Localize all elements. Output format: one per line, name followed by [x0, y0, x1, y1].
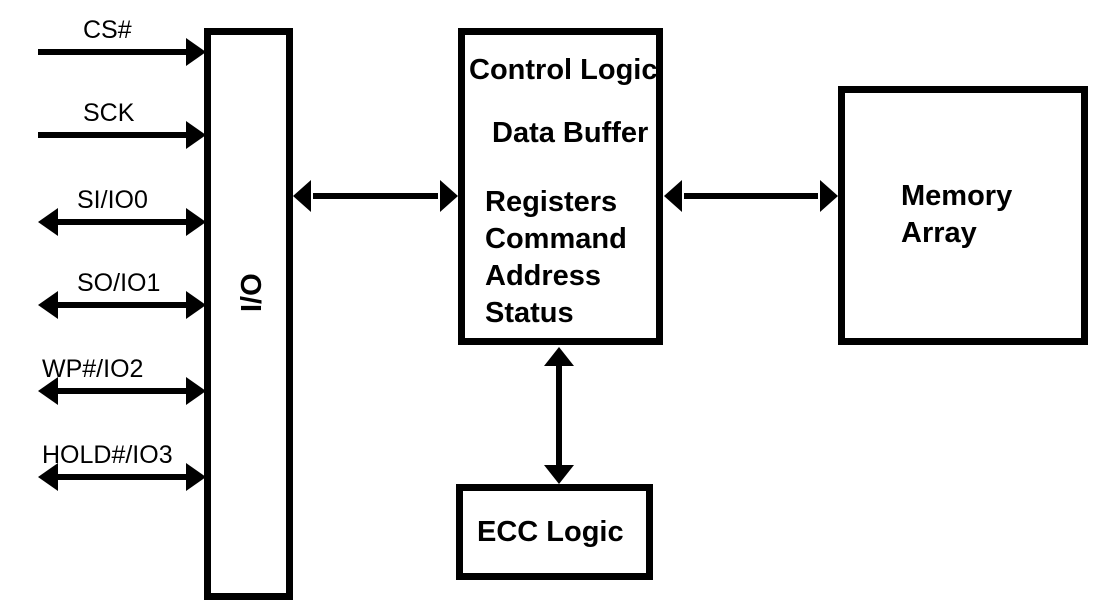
signal-line-sck [38, 121, 206, 149]
ecc-logic-block-rect[interactable] [456, 484, 653, 580]
control-logic-block-rect[interactable] [458, 28, 663, 345]
connector-control-logic-to-ecc-logic [544, 347, 574, 484]
signal-label-sck: SCK [83, 99, 135, 127]
io-block-label: I/O [236, 273, 268, 312]
control-logic-label-command: Command [485, 223, 627, 255]
signal-line-cs [38, 38, 206, 66]
signal-label-cs: CS# [83, 16, 132, 44]
connector-control-logic-to-memory-array [664, 180, 838, 212]
signal-line-so-io1 [38, 291, 206, 319]
control-logic-label-title: Control Logic [469, 54, 658, 86]
signal-label-wp-io2: WP#/IO2 [42, 355, 144, 383]
memory-array-label-line2: Array [901, 217, 977, 249]
ecc-logic-label: ECC Logic [477, 516, 624, 548]
signal-line-hold-io3 [38, 463, 206, 491]
memory-array-block-rect[interactable] [838, 86, 1088, 345]
signal-label-hold-io3: HOLD#/IO3 [42, 441, 173, 469]
signal-line-wp-io2 [38, 377, 206, 405]
io-block-rect[interactable] [204, 28, 293, 600]
memory-array-label-line1: Memory [901, 180, 1013, 212]
signal-label-so-io1: SO/IO1 [77, 269, 161, 297]
signal-label-si-io0: SI/IO0 [77, 186, 148, 214]
control-logic-label-buffer: Data Buffer [492, 117, 649, 149]
connector-io-to-control-logic [293, 180, 458, 212]
signal-line-si-io0 [38, 208, 206, 236]
control-logic-label-registers: Registers [485, 186, 618, 218]
control-logic-label-status: Status [485, 297, 574, 329]
control-logic-label-address: Address [485, 260, 602, 292]
